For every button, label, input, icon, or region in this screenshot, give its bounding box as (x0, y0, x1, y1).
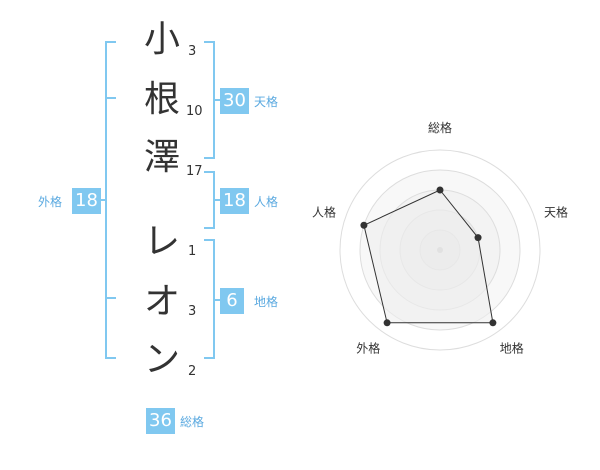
stroke-count-6: 2 (188, 364, 197, 379)
chikaku-badge: 6 (220, 288, 244, 314)
radar-point (489, 319, 497, 327)
name-char-1: 小 (143, 19, 180, 60)
soukaku-label: 総格 (180, 415, 205, 429)
radar-polygon (363, 189, 494, 324)
jinkaku-badge: 18 (220, 188, 249, 214)
tenkaku-label: 天格 (254, 95, 279, 109)
name-char-4: レ (143, 221, 180, 262)
name-char-2: 根 (143, 79, 180, 120)
radar-axis-label: 人格 (312, 204, 336, 219)
name-char-3: 澤 (143, 137, 180, 178)
stroke-count-2: 10 (186, 104, 203, 119)
soukaku-badge: 36 (146, 408, 175, 434)
name-char-5: オ (143, 281, 180, 322)
chikaku-label: 地格 (254, 295, 279, 309)
tenkaku-badge: 30 (220, 88, 249, 114)
radar-point (474, 234, 482, 242)
radar-axis-label: 総格 (428, 120, 452, 135)
stroke-count-3: 17 (186, 164, 203, 179)
stroke-count-4: 1 (188, 244, 197, 259)
radar-axis-label: 天格 (544, 204, 568, 219)
stroke-count-1: 3 (188, 44, 197, 59)
radar-point (383, 319, 391, 327)
radar-axis-label: 外格 (356, 341, 380, 356)
radar-axis-label: 地格 (500, 341, 524, 356)
stroke-count-5: 3 (188, 304, 197, 319)
gaikaku-badge: 18 (72, 188, 101, 214)
gaikaku-label: 外格 (38, 195, 63, 209)
jinkaku-label: 人格 (254, 195, 279, 209)
name-char-6: ン (143, 339, 180, 380)
radar-point (360, 221, 368, 229)
radar-point (436, 186, 444, 194)
